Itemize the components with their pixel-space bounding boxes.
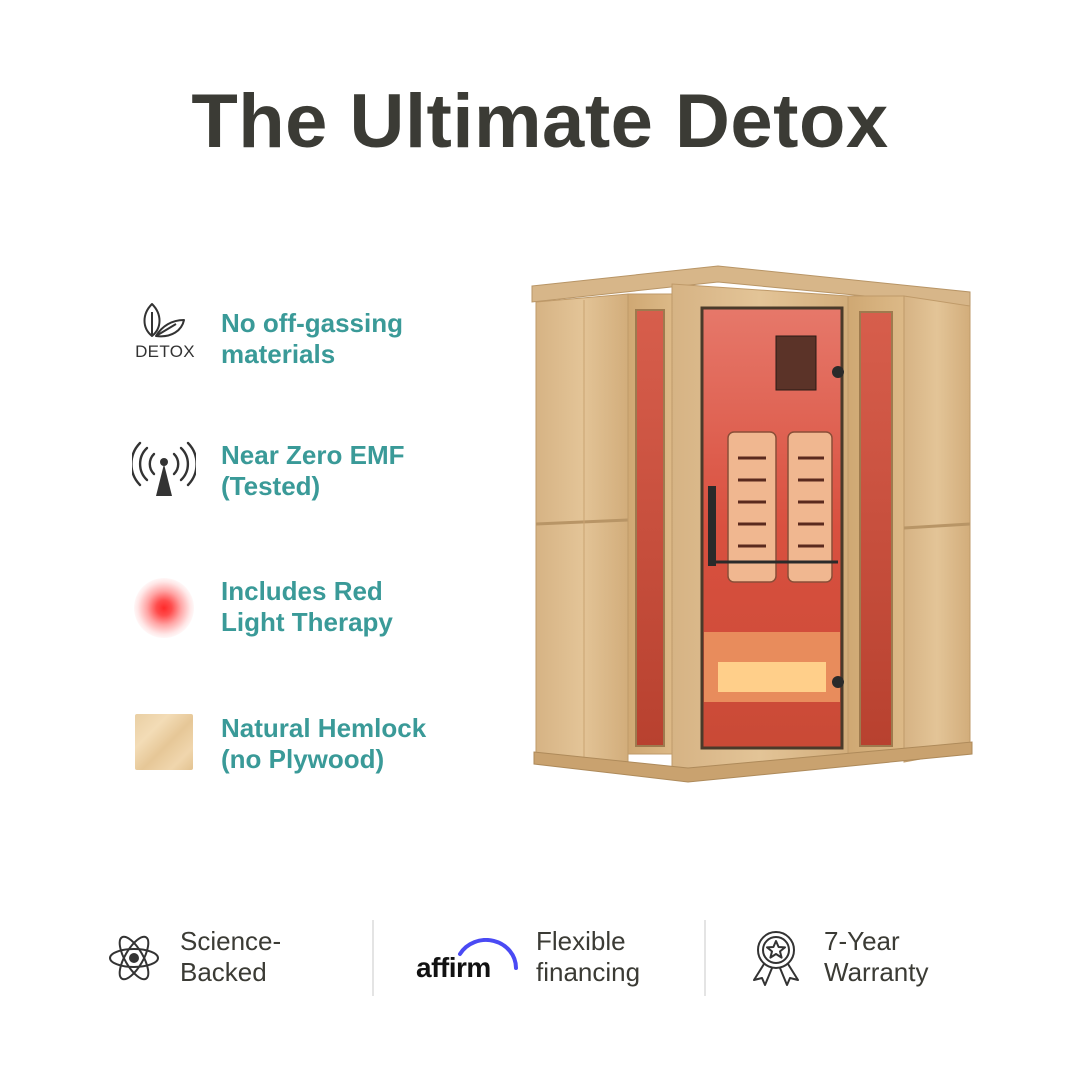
feature-text: Includes Red Light Therapy — [221, 576, 491, 638]
feature-line1: Includes Red — [221, 576, 383, 606]
badge-line1: Flexible — [536, 926, 626, 956]
badge-science-backed: Science- Backed — [108, 918, 348, 998]
wood-swatch — [135, 714, 193, 770]
feature-line2: (no Plywood) — [221, 744, 385, 774]
atom-icon — [108, 930, 160, 991]
badge-row: Science- Backed affirm Flexible financin… — [0, 918, 1080, 998]
feature-text: Natural Hemlock (no Plywood) — [221, 713, 491, 775]
award-ribbon-icon — [748, 928, 804, 991]
sauna-image — [528, 262, 976, 788]
red-light-icon — [132, 576, 196, 640]
detox-leaf-icon: DETOX — [132, 300, 196, 364]
badge-line2: Warranty — [824, 957, 929, 987]
feature-line2: Light Therapy — [221, 607, 393, 637]
feature-red-light-therapy: Includes Red Light Therapy — [132, 576, 492, 646]
badge-line1: Science- — [180, 926, 282, 956]
affirm-logo: affirm — [416, 937, 520, 983]
feature-line2: materials — [221, 339, 336, 369]
affirm-logo-text: affirm — [416, 952, 491, 983]
badge-line1: 7-Year — [824, 926, 900, 956]
feature-text: No off-gassing materials — [221, 308, 491, 370]
feature-line1: No off-gassing — [221, 308, 403, 338]
feature-line2: (Tested) — [221, 471, 321, 501]
feature-natural-hemlock: Natural Hemlock (no Plywood) — [132, 711, 492, 781]
feature-line1: Near Zero EMF — [221, 440, 405, 470]
badge-text: Flexible financing — [536, 926, 640, 988]
detox-icon-label: DETOX — [135, 342, 195, 361]
red-light-glow — [134, 578, 194, 638]
hemlock-wood-icon — [132, 711, 196, 775]
emf-antenna-icon — [130, 438, 198, 502]
badge-warranty: 7-Year Warranty — [748, 918, 968, 998]
divider — [372, 920, 374, 996]
badge-line2: Backed — [180, 957, 267, 987]
divider — [704, 920, 706, 996]
badge-text: 7-Year Warranty — [824, 926, 929, 988]
feature-line1: Natural Hemlock — [221, 713, 427, 743]
badge-text: Science- Backed — [180, 926, 281, 988]
badge-flexible-financing: Flexible financing — [536, 918, 696, 998]
feature-near-zero-emf: Near Zero EMF (Tested) — [130, 438, 492, 508]
feature-text: Near Zero EMF (Tested) — [221, 440, 491, 502]
feature-no-off-gassing: DETOX No off-gassing materials — [132, 300, 492, 370]
sauna-icon — [531, 265, 973, 783]
badge-line2: financing — [536, 957, 641, 987]
page-title: The Ultimate Detox — [191, 79, 889, 164]
